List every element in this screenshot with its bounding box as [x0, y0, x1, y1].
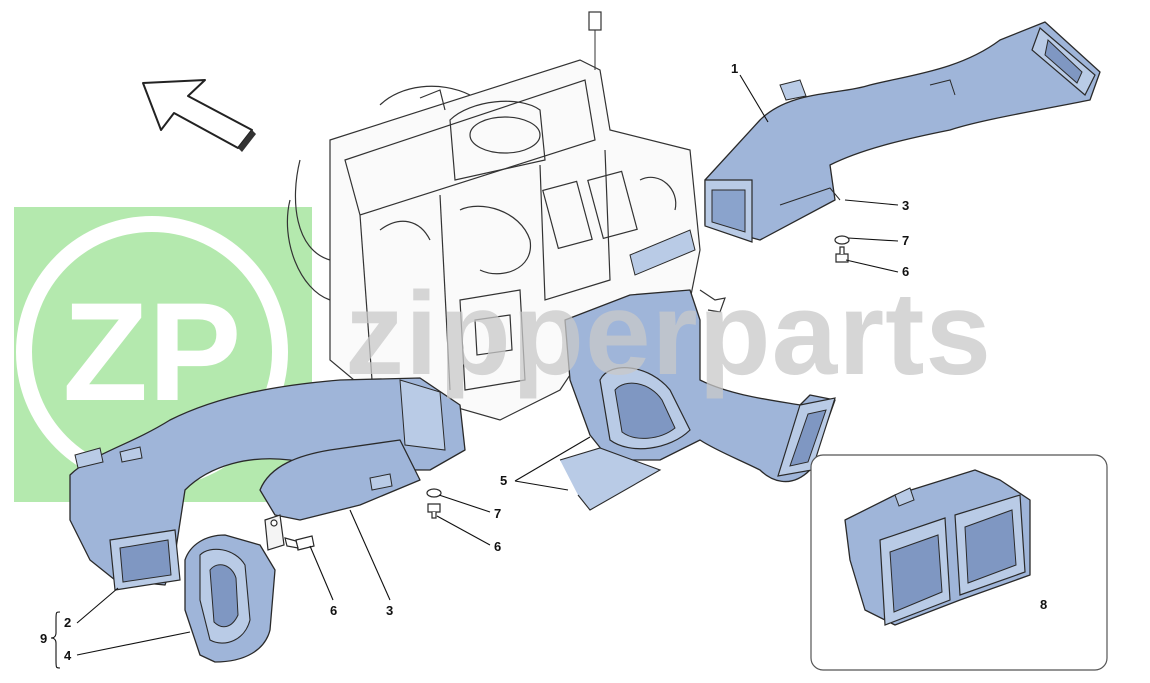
callout-6-left: 6 [330, 603, 338, 618]
duct-2 [69, 377, 466, 591]
duct-4 [184, 534, 276, 663]
callout-5: 5 [500, 473, 508, 488]
front-direction-arrow-icon [142, 79, 256, 152]
callout-7-right: 7 [902, 233, 910, 248]
callout-6-mid: 6 [494, 539, 502, 554]
duct-8 [844, 469, 1031, 626]
callout-4: 4 [64, 648, 72, 663]
duct-1 [704, 21, 1101, 243]
callout-1: 1 [731, 61, 739, 76]
callout-9: 9 [40, 631, 48, 646]
zipperparts-watermark-text: zipperparts [345, 268, 993, 400]
callout-6-right: 6 [902, 264, 910, 279]
callout-7-mid: 7 [494, 506, 502, 521]
leader-lines [50, 74, 1031, 669]
duct-5 [559, 229, 836, 511]
callout-2: 2 [64, 615, 72, 630]
callout-3-bottom: 3 [386, 603, 394, 618]
callout-3-right: 3 [902, 198, 910, 213]
fasteners [264, 235, 850, 551]
duct-3 [259, 439, 421, 521]
callout-8: 8 [1040, 597, 1048, 612]
